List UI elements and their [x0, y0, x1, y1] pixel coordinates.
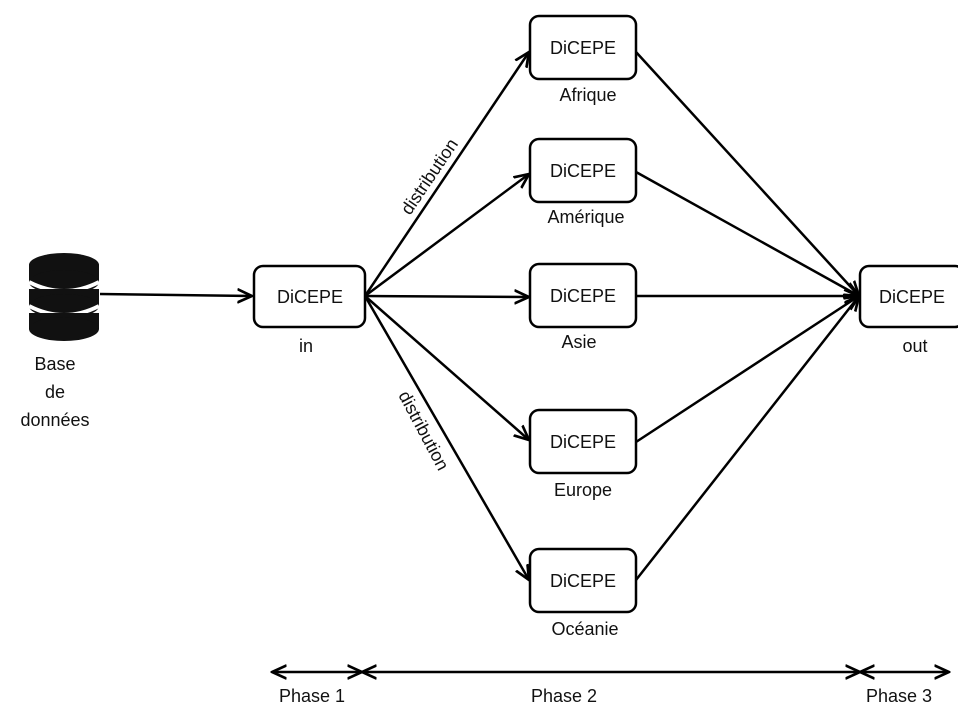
phase-3-label: Phase 3 [866, 686, 932, 706]
node-out: DiCEPE [858, 264, 958, 329]
node-oceanie-label: DiCEPE [550, 571, 616, 591]
node-oceanie: DiCEPE [528, 547, 638, 614]
edge-oceanie-to-out [635, 296, 859, 581]
node-oceanie-caption: Océanie [551, 619, 618, 639]
node-out-label: DiCEPE [879, 287, 945, 307]
edge-amerique-to-out [635, 170, 859, 296]
edge-in-to-afrique [363, 52, 529, 297]
node-in-caption: in [299, 336, 313, 356]
phase-1-label: Phase 1 [279, 686, 345, 706]
node-afrique-caption: Afrique [559, 85, 616, 105]
node-in-label: DiCEPE [277, 287, 343, 307]
edge-label-lower: distribution [394, 387, 453, 473]
node-in: DiCEPE [252, 264, 367, 329]
edge-in-to-amerique [364, 174, 529, 298]
database-icon [28, 253, 100, 341]
node-out-caption: out [902, 336, 927, 356]
node-amerique: DiCEPE [528, 137, 638, 204]
database-label-line-2: de [45, 382, 65, 402]
edge-in-to-asie [364, 296, 529, 297]
node-asie-label: DiCEPE [550, 286, 616, 306]
node-afrique-label: DiCEPE [550, 38, 616, 58]
edge-afrique-to-out [635, 51, 859, 296]
database-label-line-3: données [20, 410, 89, 430]
edge-in-to-europe [364, 295, 529, 440]
edge-label-upper: distribution [397, 135, 462, 218]
node-afrique: DiCEPE [528, 14, 638, 81]
edge-in-to-oceanie [363, 295, 529, 580]
node-amerique-caption: Amérique [547, 207, 624, 227]
node-europe-label: DiCEPE [550, 432, 616, 452]
node-asie-caption: Asie [561, 332, 596, 352]
phase-2-label: Phase 2 [531, 686, 597, 706]
node-amerique-label: DiCEPE [550, 161, 616, 181]
node-europe: DiCEPE [528, 408, 638, 475]
node-europe-caption: Europe [554, 480, 612, 500]
database-label-line-1: Base [34, 354, 75, 374]
node-asie: DiCEPE [528, 262, 638, 329]
edge-europe-to-out [635, 296, 859, 444]
edge-db-to-in [99, 294, 252, 296]
edges [99, 51, 859, 581]
